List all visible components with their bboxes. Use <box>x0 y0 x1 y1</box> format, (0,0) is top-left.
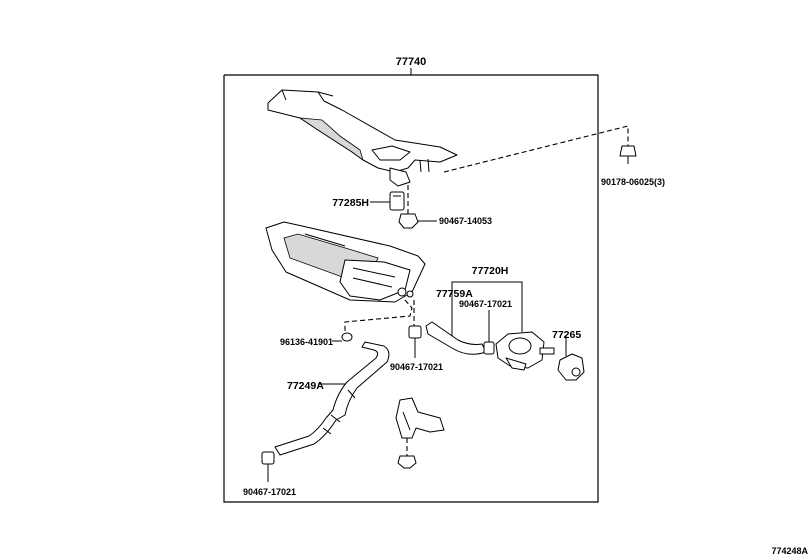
part-label-90467-17021-upper: 90467-17021 <box>459 299 512 309</box>
lower-bracket <box>395 397 445 439</box>
leader-77720h <box>451 281 523 332</box>
part-label-96136-41901: 96136-41901 <box>280 337 333 347</box>
part-label-90178-06025: 90178-06025(3) <box>601 177 665 187</box>
part-label-77265: 77265 <box>552 329 581 341</box>
assembly-frame <box>223 68 599 503</box>
assembly-label: 77740 <box>396 56 427 68</box>
figure-code: 774248A <box>771 546 808 556</box>
part-label-90467-17021-lower: 90467-17021 <box>243 487 296 497</box>
part-label-90467-14053: 90467-14053 <box>439 216 492 226</box>
vacuum-clamp-part <box>370 191 405 211</box>
vacuum-connector-part <box>557 336 585 381</box>
vent-hose <box>274 341 390 456</box>
vacuum-switching-valve <box>495 331 555 371</box>
connector-hose <box>425 302 487 355</box>
part-label-77285h: 77285H <box>332 197 369 209</box>
canister-bracket <box>267 89 458 187</box>
hose-end-clip-part <box>261 451 275 482</box>
part-label-77249a: 77249A <box>287 380 324 392</box>
connector-clip-part <box>483 310 495 355</box>
hose-clip-part <box>332 332 353 342</box>
part-label-77759a: 77759A <box>436 288 473 300</box>
hose-clamp-part <box>408 325 422 358</box>
bolt-part <box>619 145 637 164</box>
bolt-guide-line <box>443 125 629 173</box>
lower-nut-part <box>397 455 417 469</box>
mounting-nut-part <box>398 213 437 229</box>
part-label-90467-17021-middle: 90467-17021 <box>390 362 443 372</box>
part-label-77720h: 77720H <box>472 265 509 277</box>
hose-guide-line <box>344 299 413 332</box>
charcoal-canister <box>265 221 426 303</box>
